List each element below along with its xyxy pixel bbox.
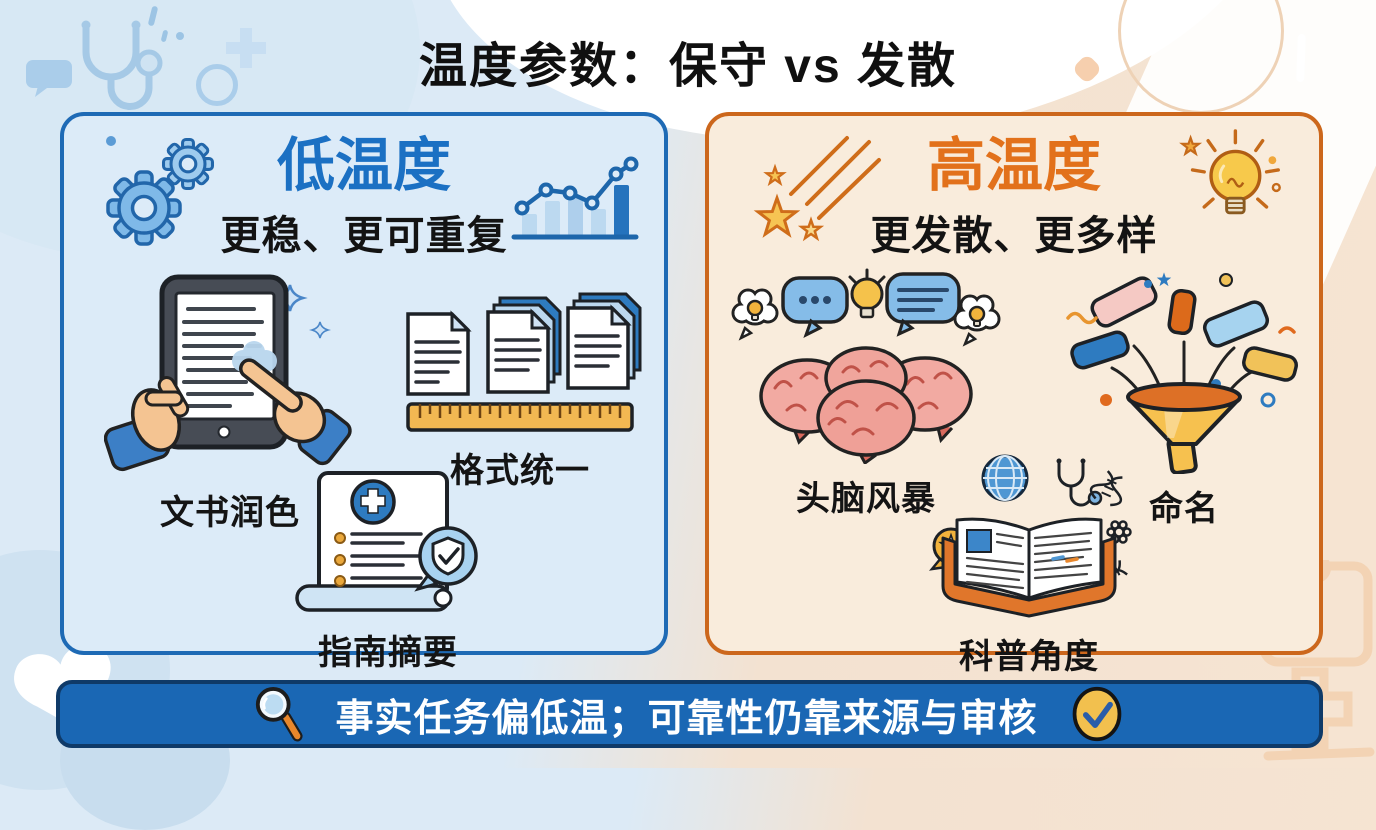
high-temp-title: 高温度 — [926, 133, 1101, 198]
low-temp-title: 低温度 — [276, 133, 451, 198]
funnel-illustration-icon — [1066, 272, 1298, 475]
item-label-naming: 命名 — [1149, 490, 1219, 528]
guideline-scroll-illustration-icon — [295, 471, 478, 612]
shooting-stars-icon — [753, 136, 881, 242]
item-science-angle: 科普角度 — [919, 452, 1139, 678]
trend-chart-icon — [511, 156, 639, 240]
low-temp-subtitle: 更稳、更可重复 — [220, 214, 508, 259]
item-label-format-unify: 格式统一 — [450, 452, 590, 490]
documents-ruler-illustration-icon — [406, 292, 642, 432]
high-temp-subtitle: 更发散、更多样 — [870, 214, 1158, 259]
low-temperature-panel: 低温度 更稳、更可重复 — [60, 112, 668, 672]
high-temperature-panel: 高温度 更发散、更多样 — [705, 112, 1323, 676]
footer-text: 事实任务偏低温；可靠性仍靠来源与审核 — [335, 697, 1038, 740]
item-document-polish: 文书润色 — [100, 272, 360, 534]
dash-decoration — [147, 5, 159, 27]
brainstorm-illustration-icon — [731, 268, 1001, 466]
item-format-unify: 格式统一 — [390, 284, 650, 492]
page-title: 温度参数：保守 vs 发散 — [418, 40, 958, 93]
item-label-brainstorm: 头脑风暴 — [796, 480, 936, 518]
gears-icon — [106, 136, 215, 246]
item-label-document-polish: 文书润色 — [160, 494, 300, 532]
item-label-science-angle: 科普角度 — [959, 638, 1099, 676]
item-label-guideline-summary: 指南摘要 — [318, 634, 458, 672]
item-naming: 命名 — [1059, 272, 1309, 530]
science-book-illustration-icon — [929, 454, 1132, 618]
item-brainstorm: 头脑风暴 — [729, 266, 1003, 520]
footer-banner: 事实任务偏低温；可靠性仍靠来源与审核 — [56, 680, 1323, 748]
tablet-edit-illustration-icon — [103, 274, 352, 472]
lightbulb-icon — [1179, 129, 1281, 215]
item-guideline-summary: 指南摘要 — [282, 468, 494, 674]
magnifier-icon — [256, 687, 304, 742]
check-badge-icon — [1072, 686, 1121, 742]
